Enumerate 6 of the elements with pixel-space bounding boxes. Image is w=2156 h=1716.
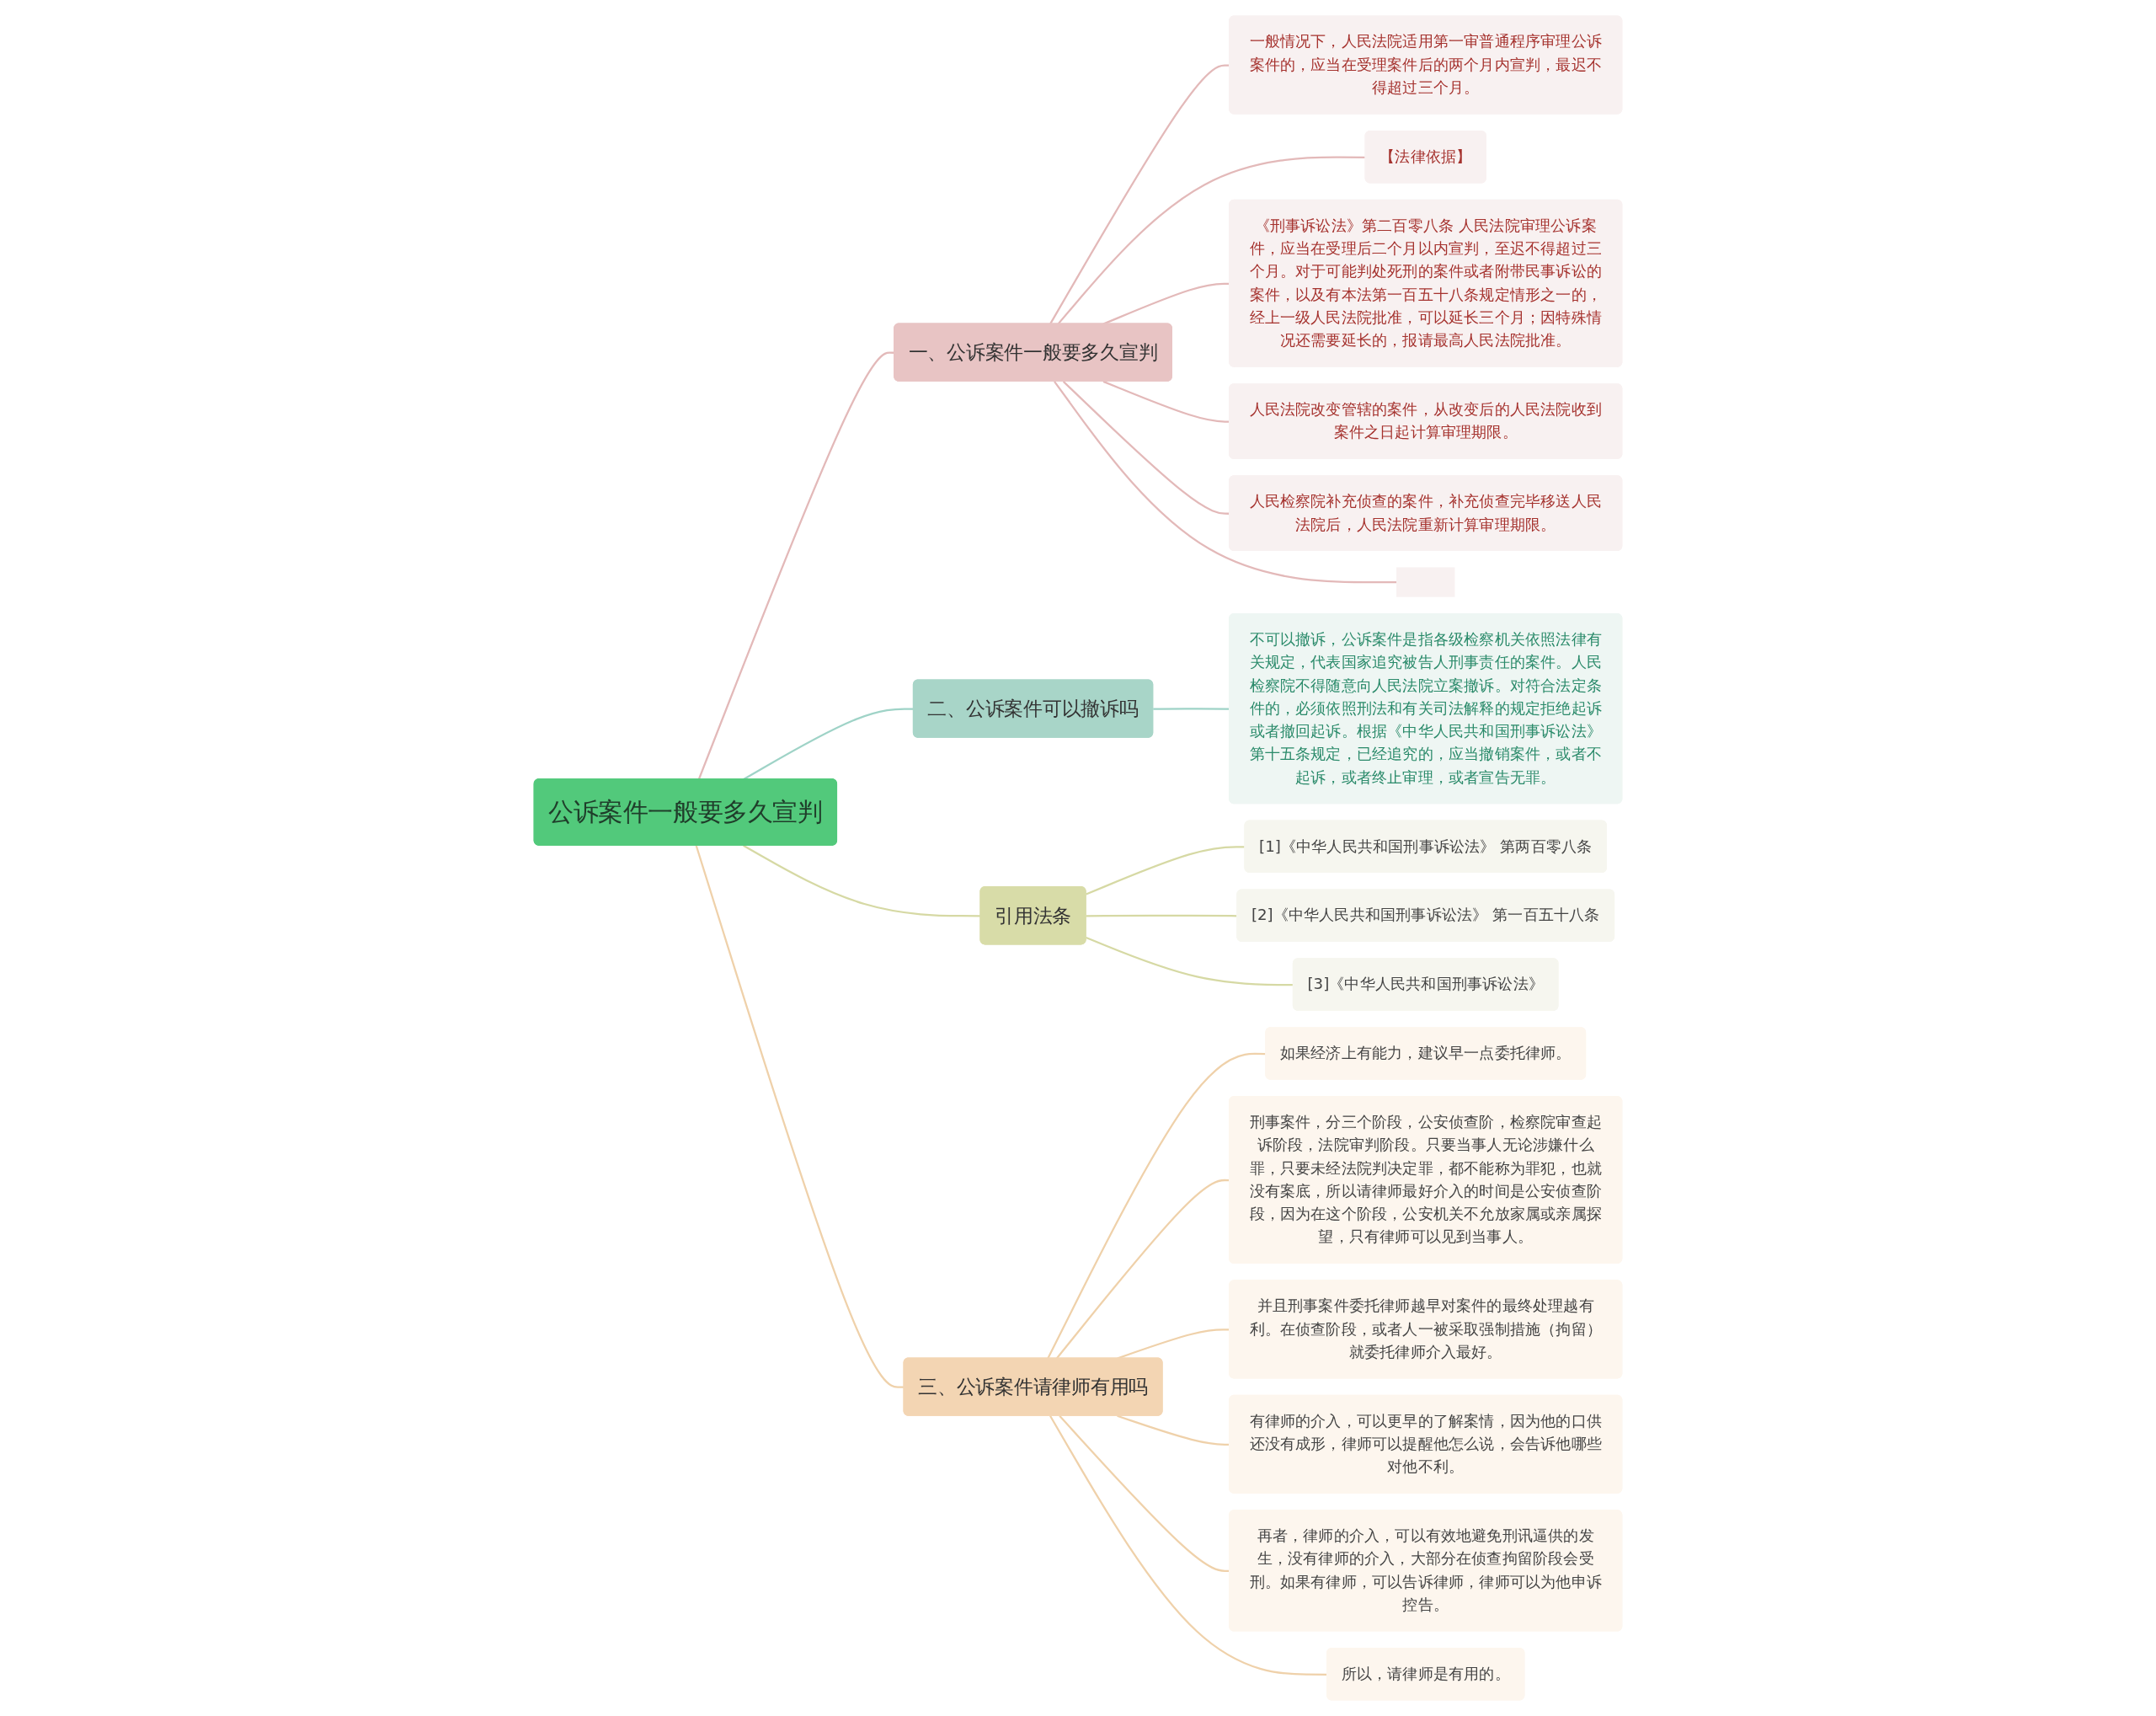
connector (1086, 936, 1294, 986)
connector (1054, 381, 1397, 584)
connector (1057, 156, 1366, 325)
node-box (1396, 567, 1455, 597)
connector (695, 845, 905, 1388)
connector (743, 844, 981, 917)
